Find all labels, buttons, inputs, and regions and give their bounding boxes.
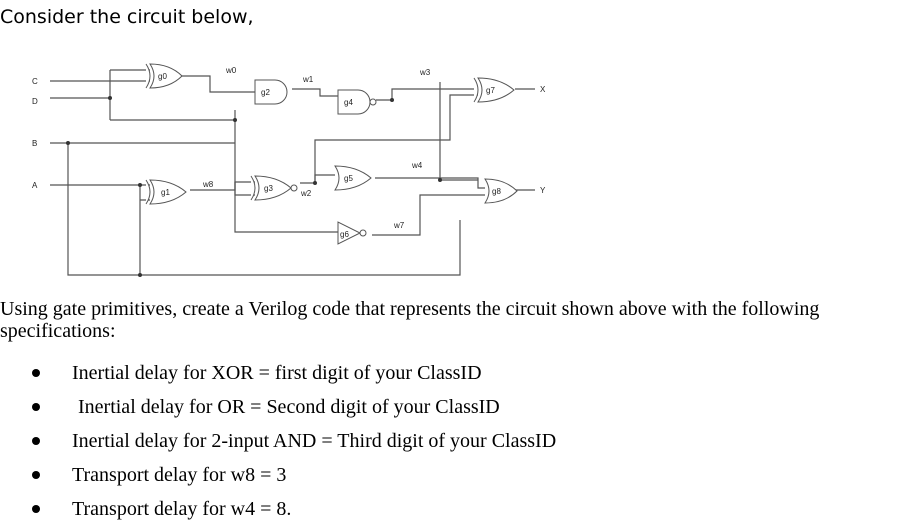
description-text: Using gate primitives, create a Verilog … — [0, 298, 820, 342]
bullet-icon — [32, 369, 40, 377]
input-label-a: A — [32, 181, 38, 190]
output-label-y: Y — [540, 186, 546, 195]
wire-label-w4: w4 — [411, 161, 423, 170]
spec-text: Inertial delay for 2-input AND = Third d… — [72, 430, 557, 452]
gate-label-g6: g6 — [340, 230, 349, 239]
spec-text: Inertial delay for OR = Second digit of … — [78, 396, 500, 418]
gate-g3 — [250, 175, 298, 201]
gate-g7 — [473, 77, 515, 103]
input-label-b: B — [32, 139, 37, 148]
gate-g2 — [254, 79, 288, 105]
gate-g8 — [484, 178, 518, 204]
bullet-icon — [32, 437, 40, 445]
spec-text: Transport delay for w8 = 3 — [72, 464, 287, 486]
page-heading: Consider the circuit below, — [0, 6, 254, 28]
gate-g4 — [337, 89, 377, 115]
wire-label-w7: w7 — [393, 221, 405, 230]
gate-label-g3: g3 — [264, 184, 273, 193]
wire-label-w2: w2 — [300, 189, 312, 198]
circuit-diagram: C D B A X Y g0 g1 g2 g3 g4 g5 g6 g7 g8 w… — [32, 63, 546, 277]
gate-label-g8: g8 — [492, 187, 501, 196]
gate-label-g5: g5 — [344, 174, 353, 183]
wire-label-w1: w1 — [302, 75, 314, 84]
input-label-c: C — [32, 77, 38, 86]
gate-g0 — [145, 63, 183, 89]
gate-label-g1: g1 — [161, 188, 170, 197]
wire-label-w0: w0 — [225, 66, 237, 75]
bullet-icon — [32, 471, 40, 479]
wire-label-w3: w3 — [419, 68, 431, 77]
bullet-icon — [32, 505, 40, 513]
bullet-icon — [32, 403, 40, 411]
gate-label-g0: g0 — [158, 72, 167, 81]
gate-label-g2: g2 — [261, 88, 270, 97]
gate-g5 — [334, 165, 372, 191]
gate-g1 — [145, 179, 187, 205]
gate-label-g7: g7 — [486, 86, 495, 95]
junction-dots — [66, 96, 442, 277]
gate-label-g4: g4 — [344, 98, 353, 107]
input-label-d: D — [32, 97, 38, 106]
wire-label-w8: w8 — [202, 180, 214, 189]
circuit-wires — [50, 69, 535, 276]
circuit-labels: C D B A X Y g0 g1 g2 g3 g4 g5 g6 g7 g8 w… — [32, 66, 546, 239]
spec-text: Transport delay for w4 = 8. — [72, 498, 292, 520]
output-label-x: X — [540, 85, 546, 94]
spec-text: Inertial delay for XOR = first digit of … — [72, 362, 482, 384]
gate-g6 — [337, 221, 367, 245]
